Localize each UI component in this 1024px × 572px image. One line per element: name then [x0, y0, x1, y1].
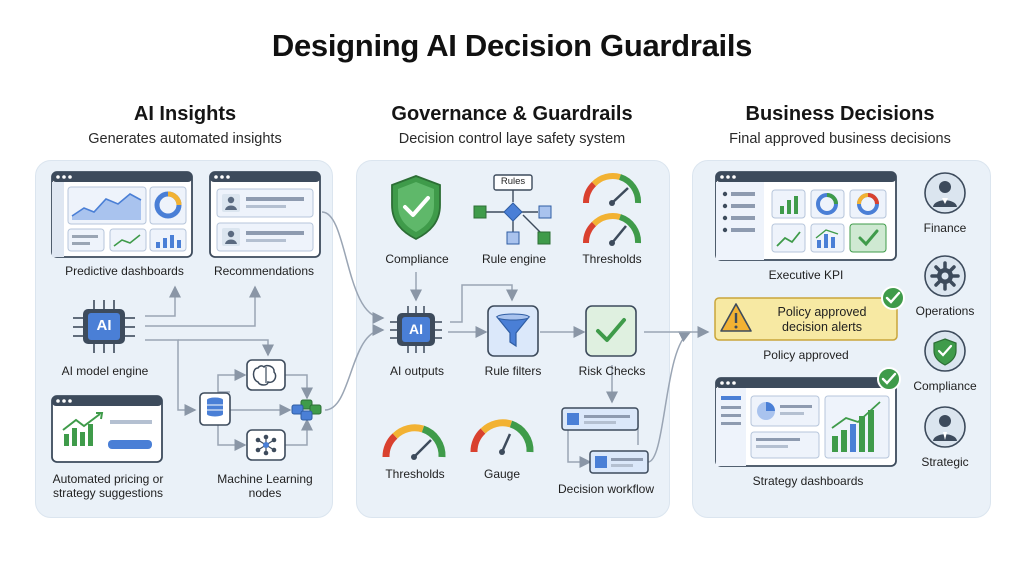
ai-model-engine-label: AI model engine	[61, 364, 149, 378]
rule-engine-label: Rule engine	[481, 252, 547, 266]
ml-label-line1: Machine Learning	[217, 472, 313, 486]
compliance-label: Compliance	[385, 252, 449, 266]
rules-tag: Rules	[500, 176, 526, 187]
gauge-label: Gauge	[483, 467, 521, 481]
alert-line-2: decision alerts	[782, 320, 862, 334]
pricing-label-line2: strategy suggestions	[52, 486, 164, 500]
decisions-subtitle: Final approved business decisions	[729, 131, 951, 147]
strategy-dashboards-label: Strategy dashboards	[752, 474, 864, 488]
recommendations-label: Recommendations	[213, 264, 315, 278]
ai-outputs-label: AI outputs	[389, 364, 445, 378]
policy-approved-label: Policy approved	[763, 348, 849, 362]
insights-title: AI Insights	[133, 103, 237, 125]
decisions-title: Business Decisions	[745, 103, 935, 125]
thresholds-bottom-label: Thresholds	[385, 467, 445, 481]
governance-subtitle: Decision control laye safety system	[398, 131, 626, 147]
page-title: Designing AI Decision Guardrails	[271, 28, 753, 63]
rule-filters-label: Rule filters	[484, 364, 542, 378]
alert-line-1: Policy approved	[777, 305, 867, 319]
executive-kpi-label: Executive KPI	[768, 268, 844, 282]
ml-label-line2: nodes	[248, 486, 282, 500]
insights-subtitle: Generates automated insights	[88, 131, 282, 147]
pricing-label-line1: Automated pricing or	[52, 472, 164, 486]
ai-outputs-chip-text: AI	[409, 321, 423, 337]
ai-chip-text: AI	[96, 317, 112, 334]
role-operations-label: Operations	[915, 304, 975, 318]
governance-title: Governance & Guardrails	[391, 103, 633, 125]
role-strategic-label: Strategic	[921, 455, 969, 469]
role-compliance-label: Compliance	[913, 379, 977, 393]
thresholds-top-label: Thresholds	[582, 252, 642, 266]
risk-checks-label: Risk Checks	[578, 364, 646, 378]
predictive-dashboards-label: Predictive dashboards	[65, 264, 184, 278]
decision-workflow-label: Decision workflow	[557, 482, 655, 496]
role-finance-label: Finance	[923, 221, 967, 235]
